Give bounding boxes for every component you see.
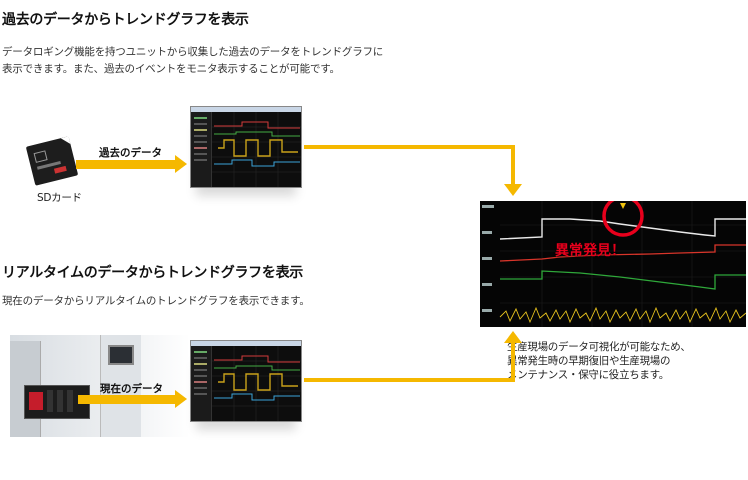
sd-logo — [33, 150, 48, 163]
section2-heading: リアルタイムのデータからトレンドグラフを表示 — [2, 265, 303, 281]
trend-screen-thumbnail-past — [190, 106, 302, 188]
connector-top-horizontal — [304, 145, 515, 149]
current-data-arrow-head — [175, 390, 187, 408]
trend-screen-thumbnail-current — [190, 340, 302, 422]
thumbnail-trend-chart — [212, 346, 301, 421]
connector-bottom-arrowhead — [504, 331, 522, 343]
thumbnail-titlebar — [191, 107, 301, 112]
thumbnail-sidebar — [191, 346, 212, 421]
thumbnail-titlebar — [191, 341, 301, 346]
current-data-arrow-shaft — [78, 395, 176, 404]
section1-desc-line1: データロギング機能を持つユニットから収集した過去のデータをトレンドグラフに — [2, 46, 384, 58]
section1-desc-line2: 表示できます。また、過去のイベントをモニタ表示することが可能です。 — [2, 63, 340, 75]
section1-description: データロギング機能を持つユニットから収集した過去のデータをトレンドグラフに 表示… — [2, 44, 522, 78]
result-caption-line2: 異常発生時の早期復旧や生産現場の — [507, 355, 671, 367]
result-trend-chart — [482, 195, 747, 327]
section2-description: 現在のデータからリアルタイムのトレンドグラフを表示できます。 — [2, 295, 310, 307]
past-data-arrow-head — [175, 155, 187, 173]
plc-unit — [24, 385, 90, 419]
connector-bottom-vertical — [511, 342, 515, 382]
thumbnail-trend-chart — [212, 112, 301, 187]
sd-capacity-tag — [53, 165, 67, 174]
connector-top-vertical — [511, 145, 515, 185]
past-data-arrow-shaft — [76, 160, 176, 169]
trend-graph-result: 異常発見！ — [480, 195, 747, 327]
current-data-label: 現在のデータ — [100, 383, 163, 395]
past-data-label: 過去のデータ — [99, 147, 162, 159]
result-caption-line1: 生産現場のデータ可視化が可能なため、 — [507, 341, 691, 353]
section1-heading: 過去のデータからトレンドグラフを表示 — [2, 12, 249, 28]
result-caption: 生産現場のデータ可視化が可能なため、 異常発生時の早期復旧や生産現場の メンテナ… — [507, 340, 691, 382]
connector-bottom-horizontal — [304, 378, 515, 382]
thumbnail-sidebar — [191, 112, 212, 187]
connector-top-arrowhead — [504, 184, 522, 196]
result-caption-line3: メンテナンス・保守に役立ちます。 — [507, 369, 669, 381]
factory-equipment-image — [10, 335, 190, 437]
factory-hmi-screen — [108, 345, 134, 365]
anomaly-detected-label: 異常発見！ — [555, 243, 625, 259]
sd-card-image — [25, 136, 79, 186]
plc-module-red — [29, 392, 43, 410]
sd-card-label: SDカード — [37, 192, 82, 204]
